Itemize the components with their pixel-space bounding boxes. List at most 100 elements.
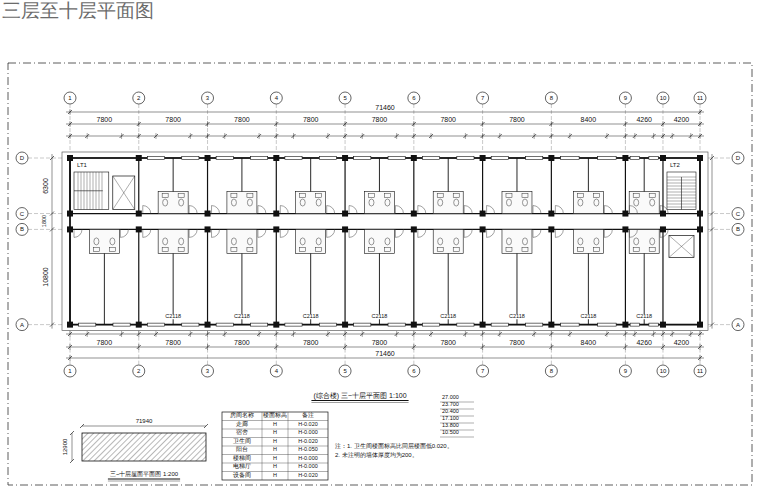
stair-tread [99,172,100,210]
dimension-tick [710,227,714,231]
door-swing [280,229,288,237]
dimension-tick [710,212,714,216]
door-swing [349,229,357,237]
structural-column [548,155,554,161]
stair-tread [667,177,696,178]
caption-underline [108,479,180,480]
window-symbol [649,323,658,326]
stair-tread [667,204,696,205]
axis-bubble [477,365,489,377]
window-symbol [354,323,371,326]
axis-number: 4 [275,368,278,374]
toilet-symbol [650,199,655,206]
bay-dimension: 7800 [508,339,526,346]
dimension-tick [625,331,626,337]
window-symbol [598,323,617,326]
dimension-tick [534,133,535,139]
dimension-tick [568,134,572,138]
total-dimension: 71460 [374,104,395,111]
bathroom-rect [502,229,532,253]
bay-dimension: 4260 [635,339,653,346]
door-swing [327,229,335,237]
dimension-tick [138,133,139,139]
dimension-tick [326,332,330,336]
axis-number: 8 [550,95,553,101]
basin-symbol [231,247,237,251]
basin-symbol [384,194,390,198]
dimension-tick [605,134,609,138]
dimension-tick [412,122,416,126]
axis-number: 6 [412,368,415,374]
cross-wall [662,158,663,214]
dimension-tick [155,133,156,139]
door-swing [189,206,197,214]
basin-symbol [437,247,443,251]
toilet-symbol [163,199,168,206]
structural-column [273,155,279,161]
cross-wall [276,229,277,324]
cross-wall [207,229,208,324]
balcony-outline [62,152,708,331]
dimension-tick [50,323,54,327]
level-value: 10.500 [442,430,459,436]
cross-wall [551,158,552,214]
structural-column [622,155,628,161]
structural-column [660,155,666,161]
axis-bubble [694,365,706,377]
dimension-tick [653,331,654,337]
dimension-tick [431,133,432,139]
stair-tread [93,172,94,210]
axis-bubble [64,92,76,104]
basin-symbol [522,194,528,198]
roof-dimension: 12900 [62,438,68,457]
bay-dimension: 7800 [439,339,457,346]
bathroom-rect [89,229,119,253]
dimension-tick [625,121,626,127]
dimension-tick [259,133,260,139]
elevator-shaft [113,176,135,210]
basin-symbol [231,194,237,198]
dimension-tick [327,133,328,139]
structural-column [67,226,73,232]
door-swing [418,229,426,237]
bathroom-rect [629,192,659,214]
axis-number: 11 [697,95,703,101]
toilet-symbol [634,238,639,245]
window-symbol [649,157,658,160]
dimension-tick [482,133,483,139]
basin-symbol [109,247,115,251]
dimension-tick [70,121,71,127]
axis-number: 9 [624,95,627,101]
dimension-tick [634,133,635,139]
dimension-tick [276,344,277,350]
level-value: 23.700 [442,402,459,408]
dimension-tick [188,134,192,138]
level-rule [440,437,474,438]
dimension-tick [87,331,88,337]
axis-number: 10 [660,368,667,374]
dimension-tick [224,133,225,139]
page-title: 三层至十层平面图 [2,1,154,22]
axis-bubble [694,92,706,104]
dimension-tick [137,345,141,349]
stair-tread [667,183,696,184]
basin-symbol [633,247,639,251]
door-swing [418,206,426,214]
window-symbol [422,157,439,160]
window-symbol [388,323,405,326]
stair-tread [667,192,696,193]
structural-column [342,211,348,217]
basin-symbol [368,247,374,251]
table-rule [222,471,328,472]
bay-dimension: 7800 [302,339,320,346]
door-swing [74,229,82,237]
door-swing [212,229,220,237]
table-cell: H-0.020 [298,473,318,479]
dimension-tick [70,109,71,115]
toilet-symbol [300,199,305,206]
dimension-tick [293,133,294,139]
bay-dimension: 7800 [508,116,526,123]
stair-tread [667,180,696,181]
dimension-tick [568,332,572,336]
bay-dimension: 7800 [96,339,114,346]
